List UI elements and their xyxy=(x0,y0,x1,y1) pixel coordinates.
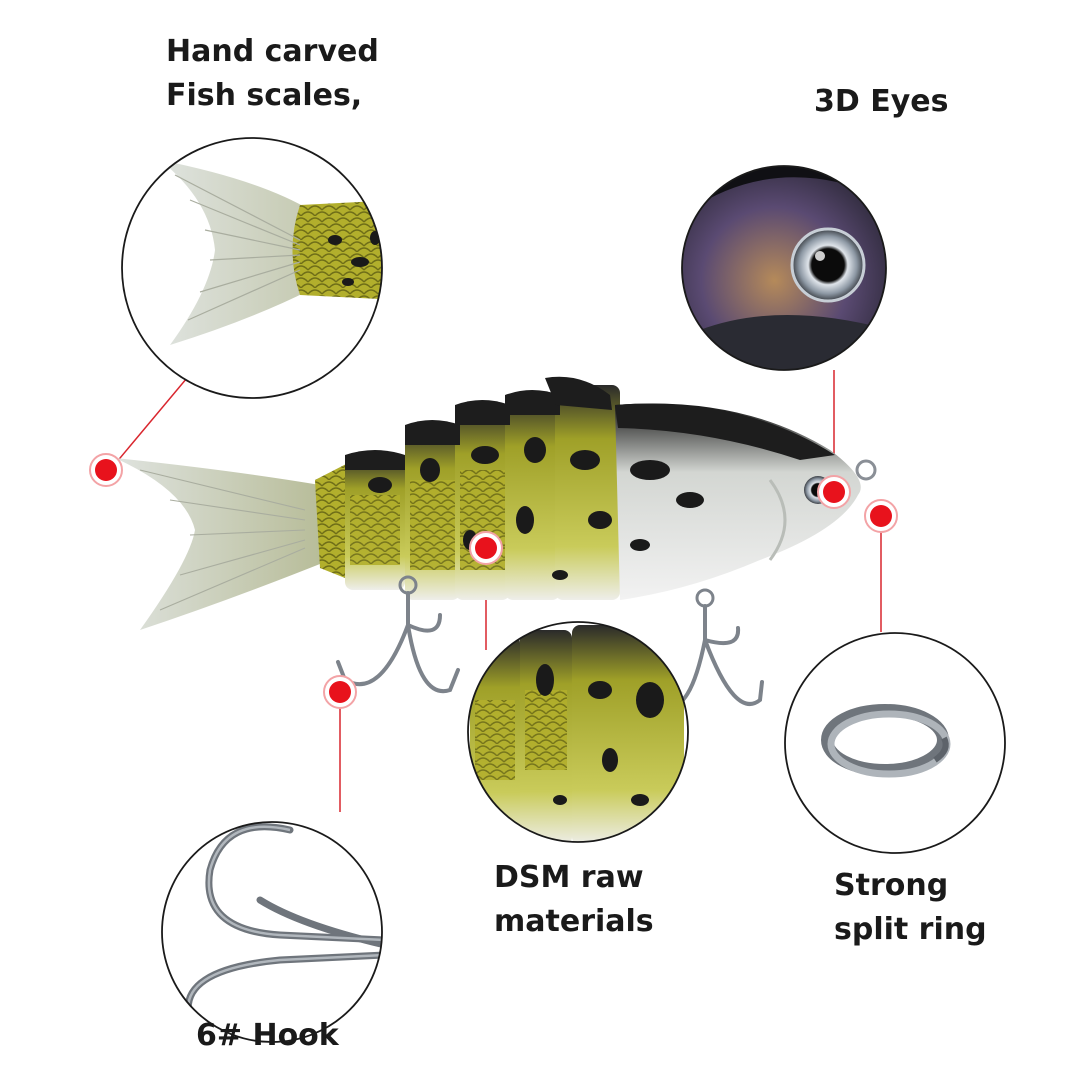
callout-hook: 6# Hook xyxy=(196,1014,339,1058)
callout-dsm: DSM raw materials xyxy=(494,856,654,944)
fish-tail-icon xyxy=(121,137,383,399)
callout-dsm-line1: DSM raw xyxy=(494,860,644,895)
callout-dsm-line2: materials xyxy=(494,904,654,939)
marker-fish-scales xyxy=(89,453,123,487)
callout-split-ring: Strong split ring xyxy=(834,864,987,952)
callout-split-ring-line2: split ring xyxy=(834,912,987,947)
callout-fish-scales: Hand carved Fish scales, xyxy=(166,30,379,118)
marker-hook xyxy=(323,675,357,709)
lure-body-icon xyxy=(115,376,877,630)
hook-detail-icon xyxy=(161,821,383,1043)
callout-hook-line1: 6# Hook xyxy=(196,1018,339,1053)
fish-eye-icon xyxy=(681,165,887,371)
marker-eyes xyxy=(817,475,851,509)
callout-fish-scales-line2: Fish scales, xyxy=(166,78,363,113)
split-ring-icon xyxy=(784,632,1006,854)
marker-dsm xyxy=(469,531,503,565)
marker-split-ring xyxy=(864,499,898,533)
callout-split-ring-line1: Strong xyxy=(834,868,949,903)
markers xyxy=(89,453,898,709)
callout-eyes-line1: 3D Eyes xyxy=(814,84,949,119)
callout-fish-scales-line1: Hand carved xyxy=(166,34,379,69)
callout-eyes: 3D Eyes xyxy=(814,80,948,124)
dsm-materials-icon xyxy=(467,621,689,843)
